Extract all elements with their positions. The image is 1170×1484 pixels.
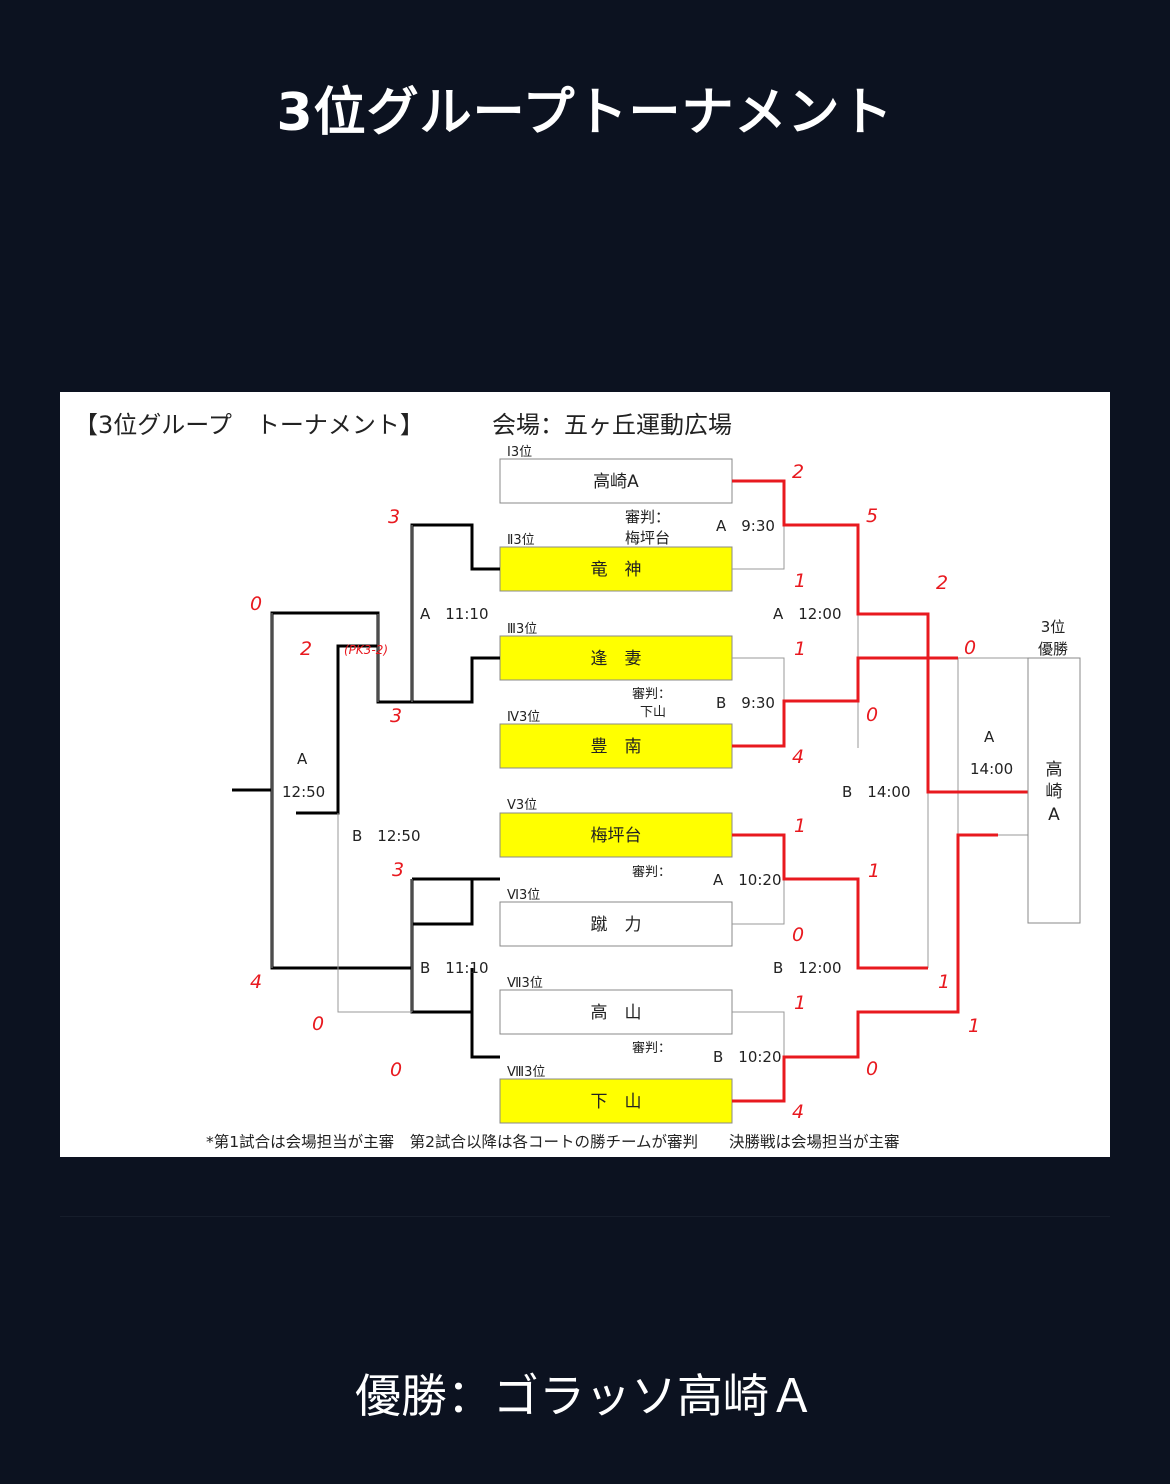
- champion-team-char: A: [1048, 805, 1060, 825]
- bracket-header: 【3位グループ トーナメント】: [74, 411, 424, 439]
- team-slot-4: Ⅳ3位 豊 南: [499, 710, 733, 769]
- score: 4: [792, 746, 804, 768]
- rank-label: Ⅲ3位: [507, 622, 537, 637]
- match-time: B 10:20: [713, 1048, 782, 1066]
- rank-label: Ⅱ3位: [507, 533, 535, 548]
- referee-label: 審判：: [632, 687, 671, 702]
- pk-score: (PK3-2): [344, 643, 388, 657]
- match-time: A 10:20: [713, 871, 782, 889]
- score: 0: [866, 1058, 878, 1080]
- tournament-bracket-image: 【3位グループ トーナメント】 会場：五ヶ丘運動広場 Ⅰ3位 高崎A Ⅱ3位 竜…: [60, 392, 1110, 1157]
- team-slot-6: Ⅵ3位 蹴 力: [499, 888, 733, 947]
- match-time: A 9:30: [716, 517, 775, 535]
- team-name: 逢 妻: [591, 649, 642, 669]
- referee-label: 審判：: [632, 1041, 671, 1056]
- rank-label: Ⅰ3位: [507, 445, 532, 460]
- match-time: A 11:10: [420, 605, 489, 623]
- final-court: A: [984, 728, 995, 746]
- score: 1: [868, 860, 880, 882]
- score: 0: [792, 924, 804, 946]
- team-slot-2: Ⅱ3位 竜 神: [499, 533, 733, 592]
- referee-name: 梅坪台: [625, 529, 670, 547]
- bracket-footnote: *第1試合は会場担当が主審 第2試合以降は各コートの勝チームが審判 決勝戦は会場…: [206, 1133, 900, 1151]
- rank-label: Ⅵ3位: [507, 888, 540, 903]
- team-slot-3: Ⅲ3位 逢 妻: [499, 622, 733, 681]
- team-name: 竜 神: [591, 560, 642, 580]
- rank-label: Ⅴ3位: [507, 798, 537, 813]
- team-name: 下 山: [591, 1092, 642, 1112]
- team-slot-1: Ⅰ3位 高崎A: [499, 445, 733, 504]
- referee-label: 審判：: [632, 865, 671, 880]
- score: 3: [390, 705, 402, 727]
- score: 2: [936, 572, 948, 594]
- score: 2: [792, 461, 804, 483]
- team-name: 蹴 力: [591, 915, 642, 935]
- final-time: 14:00: [970, 760, 1013, 778]
- champion-label: 3位: [1041, 618, 1066, 636]
- bracket-venue: 会場：五ヶ丘運動広場: [492, 411, 732, 439]
- team-slot-5: Ⅴ3位 梅坪台: [499, 798, 733, 858]
- score: 1: [794, 815, 806, 837]
- referee-name: 下山: [640, 705, 666, 720]
- score: 0: [964, 637, 976, 659]
- champion-box: [1027, 657, 1081, 924]
- match-time: B 12:50: [352, 827, 421, 845]
- champion-label: 優勝: [1038, 640, 1068, 658]
- score: 1: [794, 638, 806, 660]
- score: 0: [312, 1013, 324, 1035]
- score: 0: [250, 593, 262, 615]
- match-time: B 11:10: [420, 959, 489, 977]
- champion-team-char: 高: [1046, 760, 1063, 780]
- winner-text: 優勝：ゴラッソ高崎Ａ: [355, 1369, 815, 1423]
- rank-label: Ⅷ3位: [507, 1065, 545, 1080]
- team-name: 豊 南: [591, 737, 642, 757]
- score: 1: [794, 570, 806, 592]
- score: 1: [794, 992, 806, 1014]
- left-time: 12:50: [282, 783, 325, 801]
- team-slot-8: Ⅷ3位 下 山: [499, 1065, 733, 1124]
- team-name: 梅坪台: [591, 826, 642, 846]
- score: 1: [968, 1015, 980, 1037]
- score: 3: [392, 859, 404, 881]
- match-time: B 9:30: [716, 694, 775, 712]
- referee-label: 審判：: [625, 508, 670, 526]
- score: 4: [250, 971, 262, 993]
- team-name: 高崎A: [593, 472, 639, 492]
- team-name: 高 山: [591, 1003, 642, 1023]
- score: 5: [866, 505, 878, 527]
- rank-label: Ⅳ3位: [507, 710, 540, 725]
- match-time: A 12:00: [773, 605, 842, 623]
- rank-label: Ⅶ3位: [507, 976, 543, 991]
- team-slot-7: Ⅶ3位 高 山: [499, 976, 733, 1035]
- score: 0: [866, 704, 878, 726]
- divider: [60, 1216, 1110, 1217]
- page-title: 3位グループトーナメント: [276, 83, 894, 143]
- champion-team-char: 崎: [1046, 782, 1063, 802]
- score: 4: [792, 1101, 804, 1123]
- match-time: B 14:00: [842, 783, 911, 801]
- score: 0: [390, 1059, 402, 1081]
- left-court: A: [297, 750, 308, 768]
- score: 1: [938, 971, 950, 993]
- match-time: B 12:00: [773, 959, 842, 977]
- score: 2: [300, 638, 312, 660]
- score: 3: [388, 506, 400, 528]
